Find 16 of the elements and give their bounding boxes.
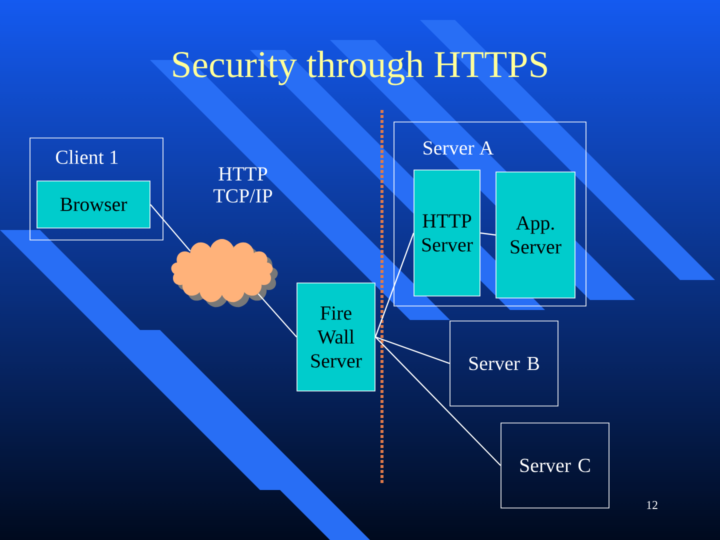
connector-line bbox=[258, 293, 298, 338]
connector-line bbox=[374, 232, 414, 338]
server-box: Server B bbox=[450, 320, 558, 406]
connector-line bbox=[480, 232, 496, 236]
browser-box: Browser bbox=[36, 180, 150, 228]
firewall-box: Fire Wall Server bbox=[296, 282, 376, 392]
server-box: Server C bbox=[500, 422, 610, 508]
title: Security through HTTPS bbox=[173, 50, 547, 86]
connector-line bbox=[375, 336, 450, 364]
server-box: App. Server bbox=[496, 172, 576, 298]
server-box: HTTP Server bbox=[414, 170, 480, 296]
cloud-shape bbox=[171, 239, 278, 308]
page-number: 12 bbox=[647, 501, 658, 509]
connector-line bbox=[150, 204, 191, 252]
protocol-label: HTTP TCP/IP bbox=[213, 167, 272, 203]
connector-line bbox=[374, 336, 502, 466]
